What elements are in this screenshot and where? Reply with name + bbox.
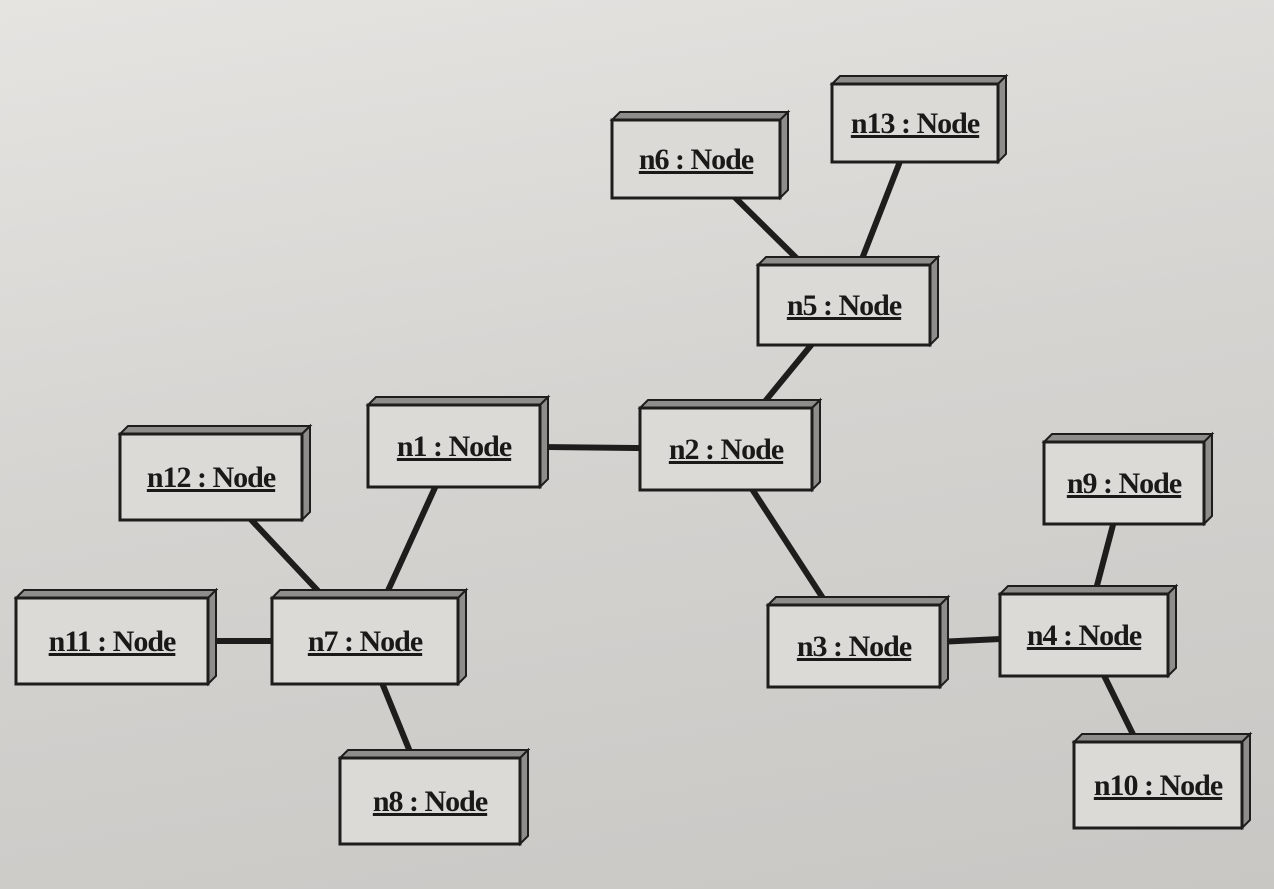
- node-label: n5 : Node: [787, 289, 902, 322]
- node-box: [638, 406, 814, 492]
- node-n2[interactable]: n2 : Node: [637, 397, 823, 493]
- link-n5-n13: [855, 158, 904, 269]
- node-label: n1 : Node: [397, 430, 512, 463]
- node-label: n7 : Node: [308, 625, 423, 658]
- node-box: [766, 603, 942, 689]
- node-box: [998, 592, 1170, 678]
- link-n1-n2: [536, 443, 644, 452]
- node-box: [366, 403, 542, 489]
- node-box: [338, 756, 522, 846]
- edges-layer: [205, 158, 1141, 762]
- node-box: [830, 82, 1000, 164]
- link-n5-n6: [731, 193, 808, 270]
- node-label: n10 : Node: [1094, 769, 1223, 802]
- node-n12[interactable]: n12 : Node: [117, 423, 313, 523]
- node-label: n13 : Node: [851, 107, 980, 140]
- node-label: n6 : Node: [639, 143, 754, 176]
- node-label: n8 : Node: [373, 785, 488, 818]
- link-n7-n12: [247, 515, 329, 603]
- node-n5[interactable]: n5 : Node: [755, 254, 941, 348]
- node-n11[interactable]: n11 : Node: [13, 587, 219, 687]
- nodes-layer: n1 : Node n2 : Node n3 : Node n4 : Node n5 :…: [13, 73, 1253, 847]
- node-box: [1072, 740, 1244, 830]
- node-label: n11 : Node: [49, 625, 176, 658]
- node-box: [14, 596, 210, 686]
- node-label: n2 : Node: [669, 433, 784, 466]
- node-n1[interactable]: n1 : Node: [365, 394, 551, 490]
- node-n9[interactable]: n9 : Node: [1041, 431, 1215, 527]
- node-box: [756, 263, 932, 347]
- node-label: n4 : Node: [1027, 619, 1142, 652]
- node-box: [118, 432, 304, 522]
- node-n7[interactable]: n7 : Node: [269, 587, 469, 687]
- node-n8[interactable]: n8 : Node: [337, 747, 531, 847]
- node-label: n12 : Node: [147, 461, 276, 494]
- node-label: n3 : Node: [797, 630, 912, 663]
- link-n2-n3: [748, 485, 832, 610]
- link-n1-n7: [380, 483, 440, 602]
- link-n3-n4: [936, 635, 1004, 646]
- node-n4[interactable]: n4 : Node: [997, 583, 1179, 679]
- link-n4-n10: [1100, 671, 1141, 747]
- node-n10[interactable]: n10 : Node: [1071, 731, 1253, 831]
- node-n3[interactable]: n3 : Node: [765, 594, 951, 690]
- node-box: [610, 118, 782, 200]
- node-label: n9 : Node: [1067, 467, 1182, 500]
- link-n7-n8: [378, 680, 417, 762]
- node-n13[interactable]: n13 : Node: [829, 73, 1009, 165]
- node-box: [1042, 440, 1206, 526]
- link-n2-n5: [755, 340, 816, 413]
- link-n4-n9: [1091, 520, 1117, 598]
- node-n6[interactable]: n6 : Node: [609, 109, 791, 201]
- node-box: [270, 596, 460, 686]
